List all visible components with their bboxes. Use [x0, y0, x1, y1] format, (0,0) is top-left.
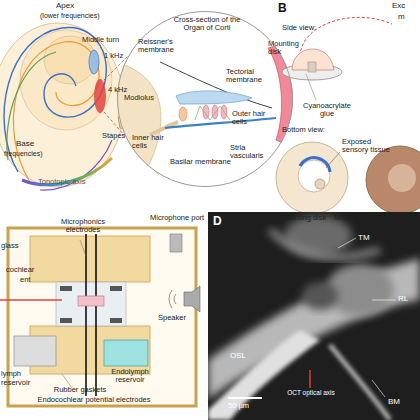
- frequency-label: 1 kHz: [104, 52, 123, 60]
- anatomy-label: Tectorial membrane: [226, 68, 276, 84]
- panel-letter: B: [278, 2, 287, 15]
- part-label: ent: [20, 276, 30, 284]
- anatomy-label: Basilar membrane: [170, 158, 234, 166]
- oct-image: [208, 212, 420, 420]
- part-label: Microphone port: [150, 214, 206, 222]
- structure-label: TM: [358, 234, 370, 242]
- axis-label: OCT optical axis: [286, 390, 336, 397]
- anatomy-label: Outer hair cells: [232, 110, 276, 126]
- part-label: Microphonics electrodes: [46, 218, 120, 234]
- view-label: Bottom view:: [282, 126, 325, 134]
- frequency-label: 4 kHz: [108, 86, 127, 94]
- part-label: Exposed sensory tissue: [342, 138, 392, 154]
- anatomy-label: Stapes: [102, 132, 125, 140]
- anatomy-label: Stria vascularis: [230, 144, 274, 160]
- oct-image-panel: TM RL OSL BM 50 µm OCT optical axis: [208, 212, 420, 420]
- part-label: Cyanoacrylate glue: [296, 102, 358, 118]
- anatomy-label: Modiolus: [124, 94, 164, 102]
- part-label: Endocochlear potential electrodes: [34, 396, 154, 404]
- inset-title: Cross-section of the Organ of Corti: [166, 16, 248, 32]
- anatomy-label: Inner hair cells: [132, 134, 176, 150]
- anatomy-label: Reissner's membrane: [138, 38, 208, 54]
- recording-chamber: [0, 228, 200, 406]
- part-label: Rubber gaskets: [40, 386, 120, 394]
- structure-label: BM: [388, 398, 400, 406]
- region-label: frequencies): [4, 150, 43, 157]
- region-label: Base: [16, 140, 34, 148]
- part-label: Mounting disk: [268, 40, 308, 56]
- view-label: Side view:: [282, 24, 316, 32]
- axis-label: Tonotopic axis: [38, 178, 86, 186]
- inset-circle: Cross-section of the Organ of CortiReiss…: [117, 11, 293, 187]
- part-label: Speaker: [158, 314, 186, 322]
- part-label: m: [398, 13, 405, 21]
- structure-label: RL: [398, 295, 408, 303]
- part-label: lymph: [1, 370, 21, 378]
- region-label: Apex: [56, 2, 74, 10]
- region-label: Middle turn: [82, 36, 119, 44]
- anatomy-label: Modiolus: [334, 214, 364, 222]
- panel-letter: D: [213, 215, 222, 228]
- scale-bar-label: 50 µm: [228, 402, 249, 410]
- part-label: cochlear: [6, 266, 34, 274]
- part-label: glass: [1, 242, 19, 250]
- part-label: reservoir: [1, 379, 30, 387]
- part-label: Exc: [392, 2, 405, 10]
- structure-label: OSL: [230, 352, 246, 360]
- part-label: Endolymph reservoir: [102, 368, 158, 384]
- region-label: (lower frequencies): [40, 12, 100, 19]
